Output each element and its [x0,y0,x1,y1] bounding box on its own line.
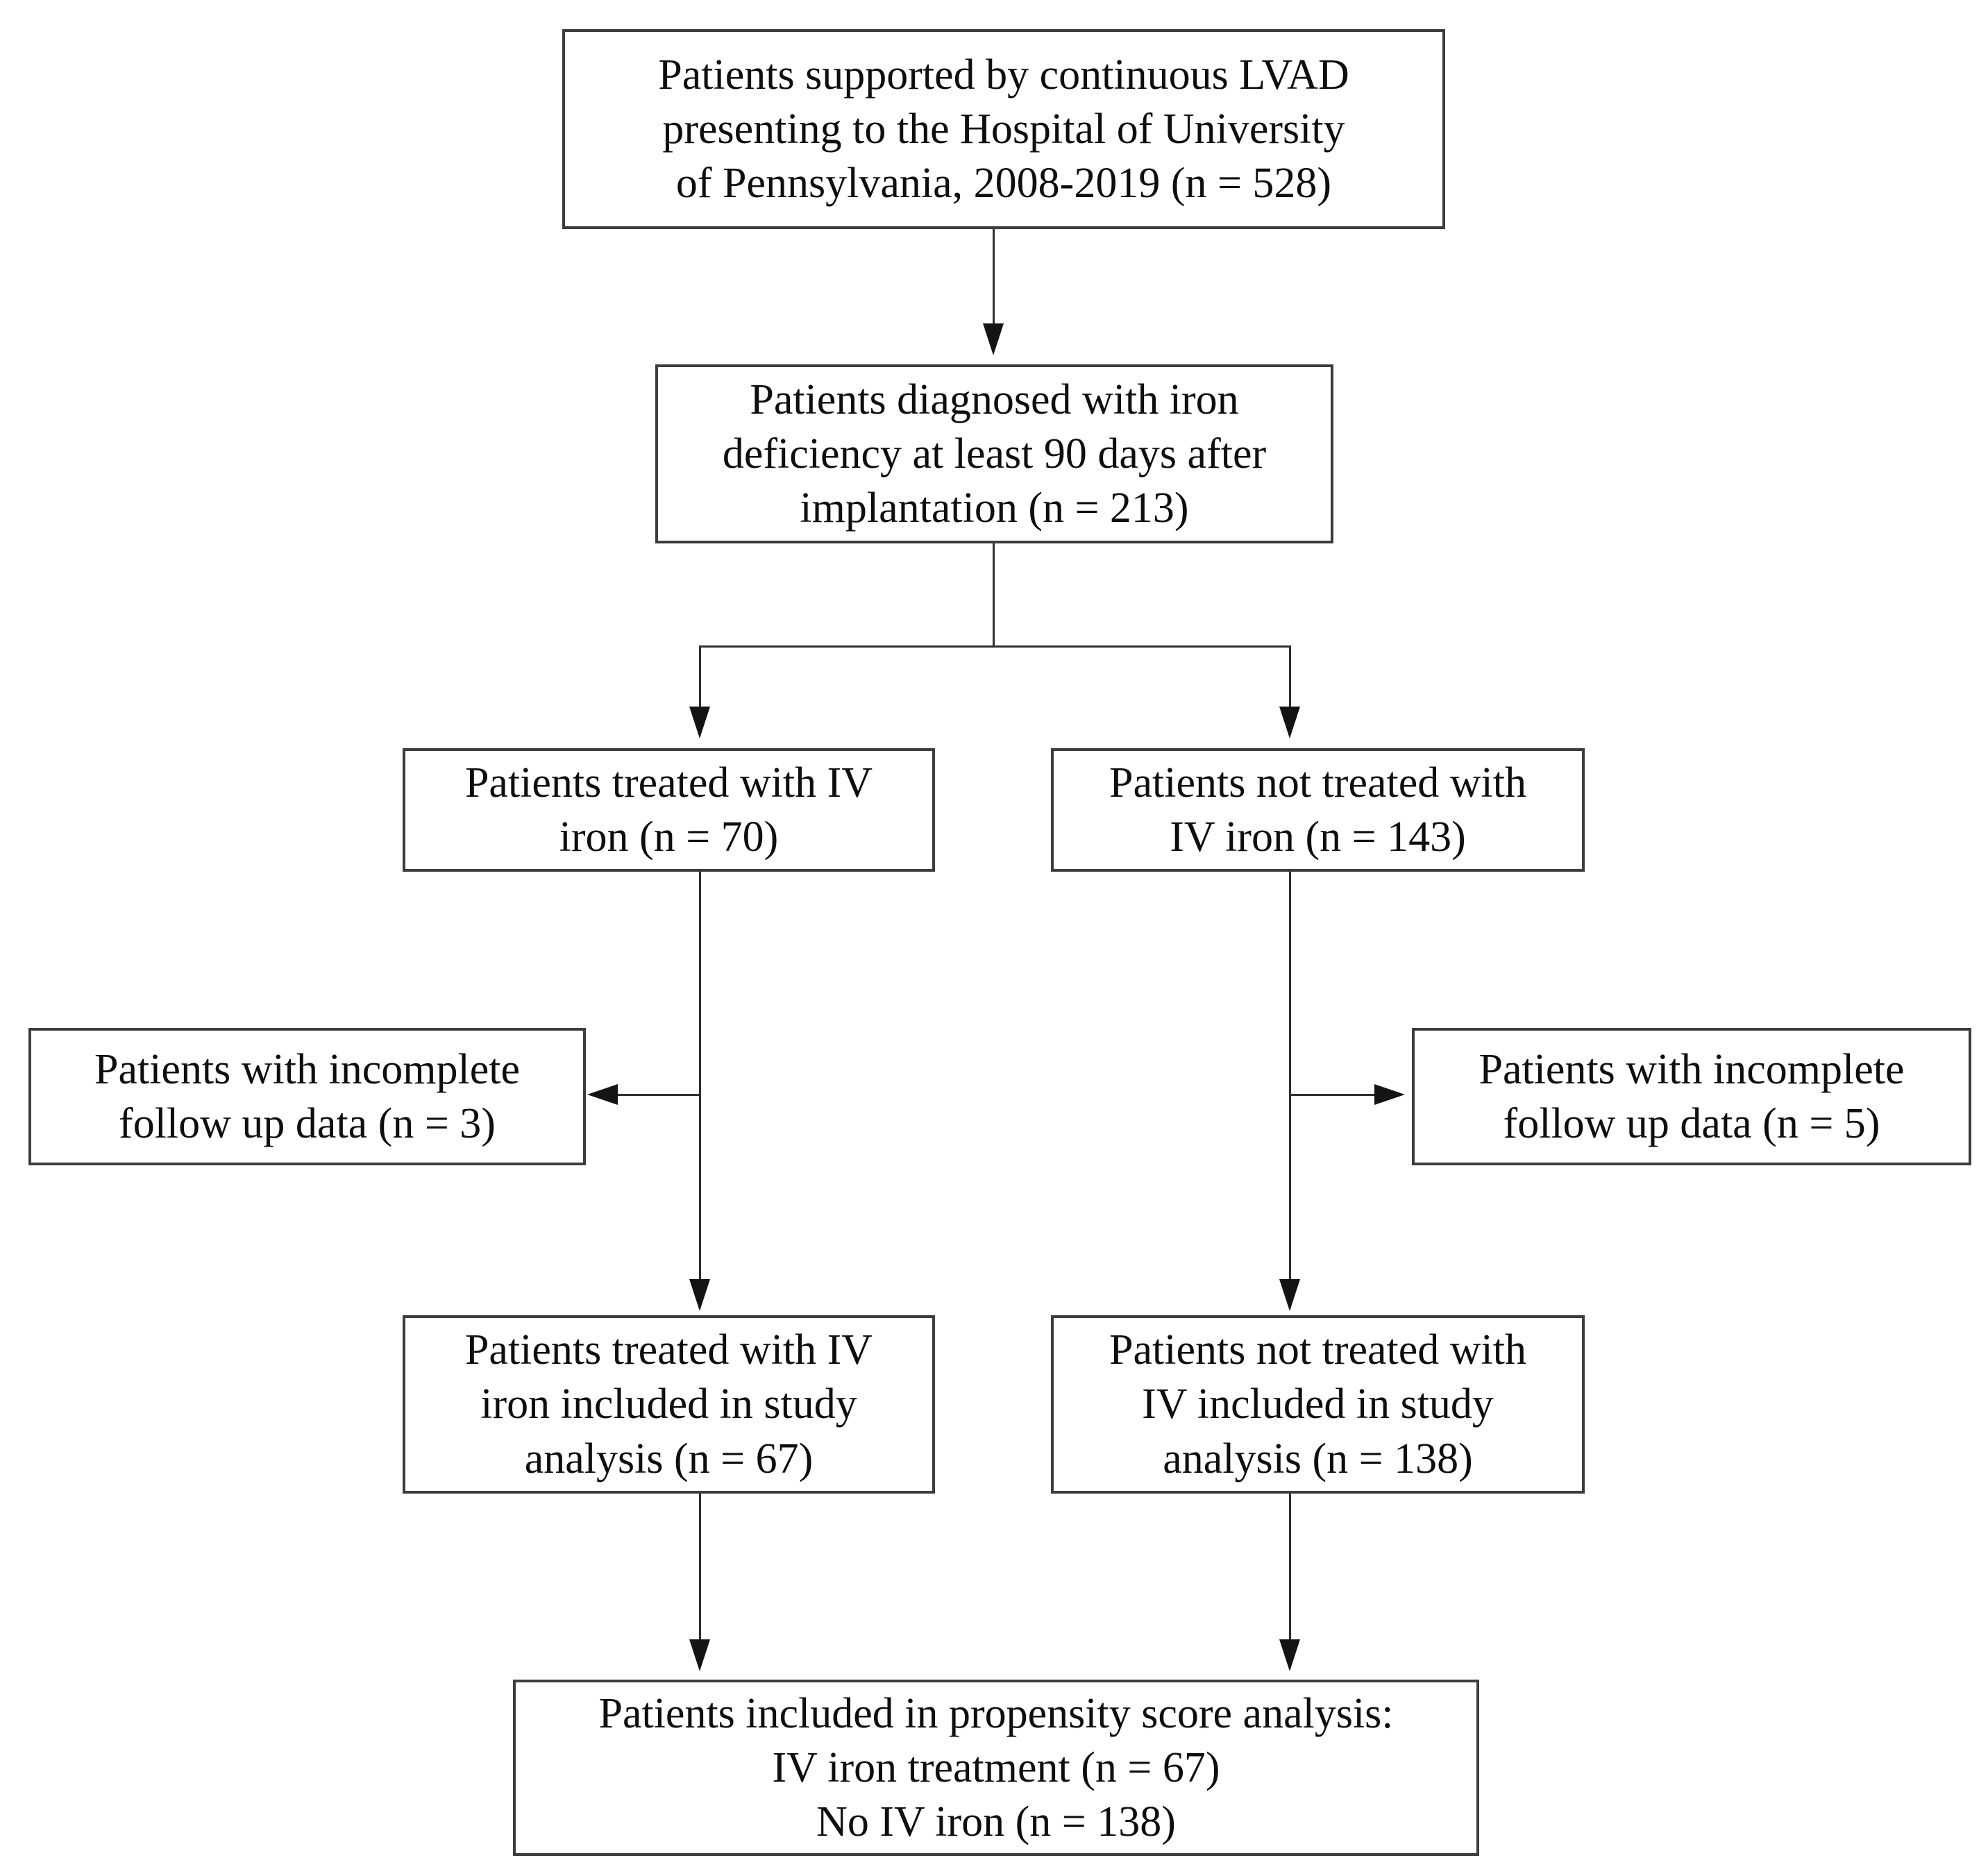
box-text-line: No IV iron (n = 138) [816,1798,1176,1846]
arrow-down-icon [689,1639,710,1671]
box-text-line: Patients with incomplete [94,1045,520,1093]
box-propensity-analysis: Patients included in propensity score an… [513,1680,1479,1856]
arrow-down-icon [689,1279,710,1311]
box-text-line: iron included in study [480,1380,857,1428]
connector-line [1291,1094,1374,1096]
box-text-line: IV included in study [1142,1380,1494,1428]
box-excluded-incomplete-followup-left: Patients with incomplete follow up data … [28,1028,586,1165]
box-text-line: Patients treated with IV [464,759,873,806]
box-text-line: iron (n = 70) [559,813,779,861]
box-text-line: implantation (n = 213) [800,484,1189,532]
connector-line [699,645,701,708]
box-iron-deficiency: Patients diagnosed with iron deficiency … [655,364,1333,543]
arrow-down-icon [1279,707,1300,738]
box-text-line: follow up data (n = 3) [119,1100,496,1147]
box-text-line: Patients with incomplete [1479,1045,1905,1093]
box-text-line: presenting to the Hospital of University [662,105,1345,153]
box-text-line: Patients not treated with [1109,759,1526,806]
arrow-down-icon [1279,1279,1300,1311]
box-excluded-incomplete-followup-right: Patients with incomplete follow up data … [1412,1028,1971,1165]
box-text-line: of Pennsylvania, 2008-2019 (n = 528) [675,160,1332,208]
connector-line [699,645,1291,648]
box-text-line: Patients included in propensity score an… [598,1689,1394,1737]
box-no-iv-iron: Patients not treated with IV iron (n = 1… [1051,748,1585,872]
box-text-line: IV iron (n = 143) [1170,813,1466,861]
connector-line [618,1094,701,1096]
box-iv-iron-included: Patients treated with IV iron included i… [403,1315,935,1494]
box-text-line: Patients not treated with [1109,1326,1526,1374]
box-lvad-cohort: Patients supported by continuous LVAD pr… [562,29,1445,229]
connector-line [699,1494,701,1641]
arrow-right-icon [1374,1084,1405,1105]
connector-line [993,229,995,325]
arrow-down-icon [689,707,710,738]
box-text-line: follow up data (n = 5) [1503,1100,1880,1147]
box-text-line: Patients supported by continuous LVAD [658,51,1349,99]
arrow-down-icon [983,323,1004,355]
connector-line [1289,1494,1291,1641]
box-text-line: deficiency at least 90 days after [722,430,1267,478]
connector-line [1289,872,1291,1281]
box-text-line: IV iron treatment (n = 67) [772,1743,1220,1791]
connector-line [1289,645,1291,708]
box-text-line: Patients diagnosed with iron [750,375,1239,423]
box-text-line: analysis (n = 67) [524,1435,814,1482]
box-text-line: analysis (n = 138) [1163,1435,1473,1482]
box-text-line: Patients treated with IV [464,1326,873,1374]
box-no-iv-iron-included: Patients not treated with IV included in… [1051,1315,1585,1494]
connector-line [993,543,995,645]
connector-line [699,872,701,1281]
arrow-left-icon [587,1084,618,1105]
arrow-down-icon [1279,1639,1300,1671]
box-iv-iron-treated: Patients treated with IV iron (n = 70) [403,748,935,872]
